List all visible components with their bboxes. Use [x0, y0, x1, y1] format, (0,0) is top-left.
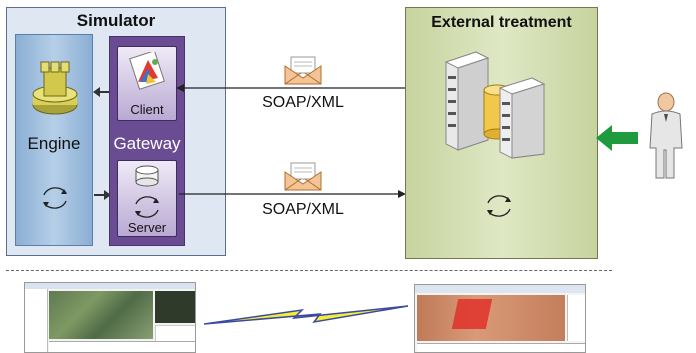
client-icon	[129, 52, 165, 90]
servers-icon	[444, 51, 546, 159]
separator-line	[6, 270, 612, 271]
engine-icon	[32, 61, 78, 115]
engine-to-gateway-arrow	[94, 190, 111, 200]
user-input-arrow	[596, 125, 638, 151]
server-label: Server	[127, 220, 167, 235]
user-icon	[649, 92, 683, 179]
engine-loop-icon	[43, 187, 67, 209]
server-loop-icon	[135, 196, 159, 218]
envelope-icon	[284, 162, 322, 191]
lightning-link-icon	[203, 305, 409, 325]
soap-label-bottom: SOAP/XML	[262, 201, 344, 218]
simulator-screenshot-thumbnail	[24, 282, 196, 353]
simulator-title: Simulator	[76, 11, 156, 30]
external-screenshot-thumbnail	[414, 284, 586, 353]
soap-label-top: SOAP/XML	[262, 94, 344, 111]
engine-label: Engine	[27, 134, 81, 153]
external-title: External treatment	[431, 14, 572, 31]
external-loop-icon	[487, 195, 511, 217]
envelope-icon	[284, 56, 322, 85]
database-icon	[135, 165, 159, 187]
gateway-to-engine-arrow	[93, 87, 110, 97]
client-label: Client	[130, 102, 164, 117]
gateway-label: Gateway	[113, 134, 181, 153]
